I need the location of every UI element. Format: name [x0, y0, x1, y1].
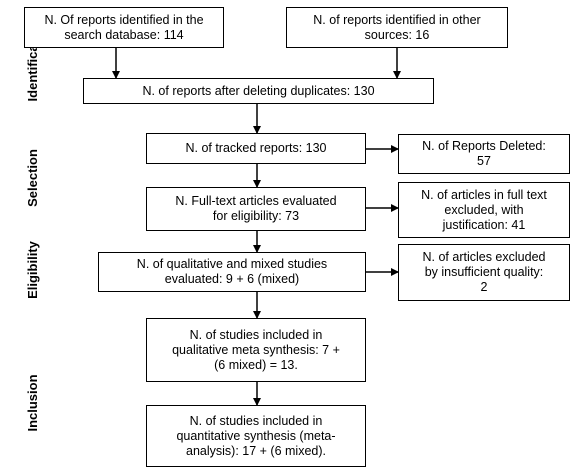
box-search-database-text: N. Of reports identified in the search d…: [44, 12, 204, 42]
box-qualitative-synthesis-text: N. of studies included in qualitative me…: [172, 327, 340, 372]
box-other-sources-text: N. of reports identified in other source…: [313, 12, 481, 42]
stage-label-inclusion: Inclusion: [25, 374, 40, 432]
box-quantitative-synthesis: N. of studies included in quantitative s…: [146, 405, 366, 467]
box-reports-deleted: N. of Reports Deleted: 57: [398, 134, 570, 174]
box-fulltext-evaluated: N. Full-text articles evaluated for elig…: [146, 187, 366, 231]
box-fulltext-excluded-text: N. of articles in full text excluded, wi…: [421, 187, 547, 232]
box-qualitative-synthesis: N. of studies included in qualitative me…: [146, 318, 366, 382]
box-qualitative-mixed: N. of qualitative and mixed studies eval…: [98, 252, 366, 292]
box-after-duplicates-text: N. of reports after deleting duplicates:…: [142, 83, 375, 98]
box-after-duplicates: N. of reports after deleting duplicates:…: [83, 78, 434, 104]
box-qualitative-mixed-text: N. of qualitative and mixed studies eval…: [136, 257, 328, 286]
box-excluded-quality-text: N. of articles excluded by insufficient …: [422, 250, 546, 294]
box-other-sources: N. of reports identified in other source…: [286, 7, 508, 48]
box-fulltext-evaluated-text: N. Full-text articles evaluated for elig…: [175, 194, 337, 223]
box-reports-deleted-text: N. of Reports Deleted: 57: [422, 139, 546, 168]
box-tracked-reports: N. of tracked reports: 130: [146, 133, 366, 164]
box-excluded-quality: N. of articles excluded by insufficient …: [398, 244, 570, 301]
box-quantitative-synthesis-text: N. of studies included in quantitative s…: [176, 413, 336, 458]
box-fulltext-excluded: N. of articles in full text excluded, wi…: [398, 182, 570, 238]
stage-label-eligibility: Eligibility: [25, 241, 40, 299]
box-search-database: N. Of reports identified in the search d…: [24, 7, 224, 48]
box-tracked-reports-text: N. of tracked reports: 130: [185, 141, 327, 155]
